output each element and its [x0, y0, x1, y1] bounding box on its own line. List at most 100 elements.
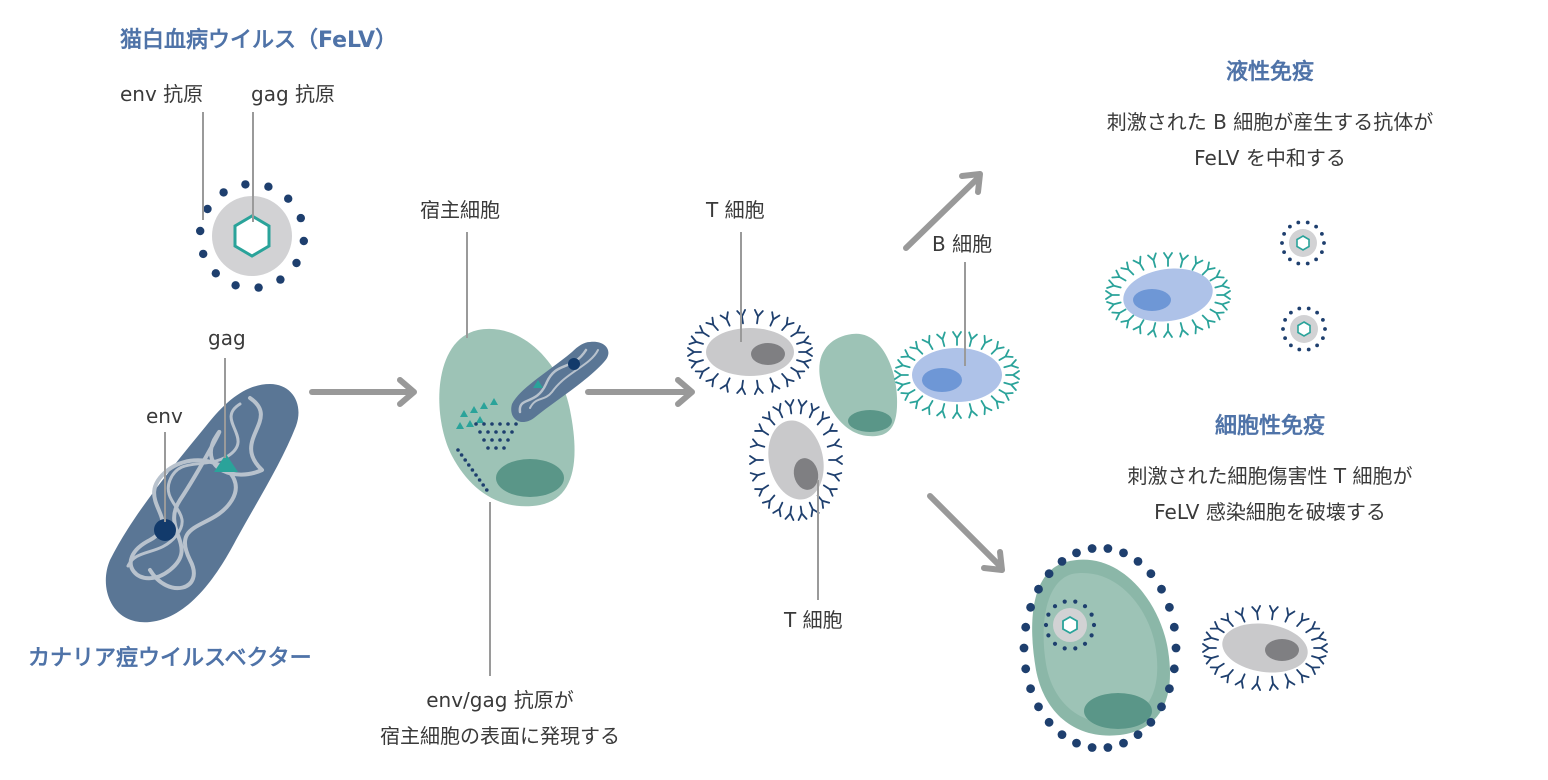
receptor-mark	[1203, 631, 1221, 645]
receptor-mark	[749, 455, 764, 465]
t-cell-lower	[749, 399, 843, 521]
receptor-mark	[1207, 305, 1225, 321]
receptor-mark	[1309, 651, 1327, 665]
receptor-mark	[936, 331, 950, 348]
receptor-mark	[900, 385, 918, 401]
receptor-mark	[1163, 323, 1173, 338]
arrow-to-humoral	[903, 171, 983, 251]
t-cell-label-bottom: T 細胞	[784, 608, 843, 632]
surface-dot	[1305, 220, 1310, 225]
humoral-title: 液性免疫	[1225, 60, 1314, 85]
surface-dot	[1072, 548, 1081, 558]
surface-dot	[1119, 738, 1128, 748]
receptor-mark	[996, 349, 1014, 365]
receptor-mark	[825, 468, 843, 482]
surface-dot	[1044, 569, 1054, 579]
surface-dot	[1282, 250, 1286, 255]
surface-dot	[1306, 347, 1311, 352]
surface-dot	[1320, 232, 1324, 236]
receptor-mark	[765, 311, 781, 329]
receptor-mark	[987, 392, 1005, 410]
surface-dot	[1052, 641, 1058, 646]
receptor-mark	[749, 438, 767, 452]
gag-gene-marker	[214, 454, 238, 472]
receptor-mark	[936, 402, 950, 419]
env-antigen-dot	[490, 438, 494, 442]
receptor-mark	[784, 505, 797, 521]
receptor-mark	[688, 335, 706, 349]
b-cell	[894, 331, 1020, 419]
surface-dot	[1146, 717, 1156, 727]
felv-title: 猫白血病ウイルス（FeLV）	[120, 28, 398, 53]
env-antigen-dot	[477, 478, 482, 482]
receptor-mark	[1251, 604, 1263, 621]
surface-dot	[1087, 743, 1097, 752]
receptor-mark	[705, 370, 722, 388]
surface-dot	[1171, 643, 1181, 653]
receptor-mark	[1209, 620, 1227, 637]
env-antigen-dot	[463, 458, 468, 462]
surface-dot	[1133, 730, 1143, 739]
receptor-mark	[1220, 666, 1237, 684]
surface-dot	[1133, 557, 1143, 566]
arrow-to-cellular	[927, 493, 1005, 573]
receptor-mark	[772, 402, 787, 420]
surface-dot	[1087, 544, 1097, 553]
receptor-mark	[1267, 675, 1279, 692]
surface-dot	[1057, 730, 1067, 739]
receptor-mark	[1303, 620, 1321, 637]
humoral-line1: 刺激された B 細胞が産生する抗体が	[1106, 110, 1434, 134]
receptor-mark	[761, 411, 779, 429]
receptor-mark	[909, 340, 927, 358]
surface-dot	[1089, 612, 1094, 617]
gag-antigen-triangle	[490, 398, 498, 405]
receptor-mark	[1309, 631, 1327, 645]
env-antigen-dot	[506, 422, 510, 426]
receptor-mark	[1111, 269, 1129, 285]
receptor-mark	[1207, 269, 1225, 285]
surface-dot	[1321, 318, 1325, 322]
receptor-mark	[795, 399, 808, 415]
neutralized-virus-lower	[1281, 306, 1327, 352]
surface-dot	[1046, 612, 1051, 617]
receptor-mark	[1303, 659, 1321, 676]
surface-dot	[211, 269, 220, 278]
receptor-mark	[719, 375, 735, 393]
receptor-mark	[1234, 671, 1250, 689]
surface-dot	[1157, 702, 1166, 712]
receptor-mark	[761, 491, 779, 509]
receptor-mark	[794, 335, 812, 349]
arrow-vector-to-host	[309, 377, 417, 407]
env-antigen-dot	[510, 430, 514, 434]
surface-dot	[1322, 241, 1326, 245]
receptor-mark	[1132, 317, 1148, 335]
receptor-mark	[688, 355, 706, 369]
surface-dot	[1043, 622, 1049, 628]
receptor-mark	[772, 500, 787, 518]
receptor-mark	[694, 324, 712, 341]
surface-dot	[1280, 241, 1284, 245]
receptor-mark	[828, 455, 843, 465]
receptor-mark	[1105, 290, 1120, 300]
gag-antigen-label: gag 抗原	[251, 82, 336, 106]
gag-antigen-triangle	[460, 410, 468, 417]
receptor-mark	[825, 438, 843, 452]
surface-dot	[1157, 584, 1166, 594]
surface-dot	[1320, 250, 1324, 255]
env-antigen-dot	[498, 422, 502, 426]
receptor-mark	[1293, 666, 1310, 684]
surface-dot	[241, 180, 250, 189]
receptor-mark	[805, 500, 820, 518]
receptor-mark	[784, 399, 797, 415]
surface-dot	[1297, 306, 1302, 311]
arrow-host-to-tcells	[585, 377, 695, 407]
humoral-b-cell	[1105, 252, 1231, 338]
surface-dot	[1103, 743, 1113, 752]
infected-cell	[1019, 544, 1181, 752]
receptor-mark	[1198, 311, 1216, 329]
surface-dot	[299, 236, 308, 246]
env-antigen-dot	[481, 483, 486, 487]
surface-dot	[1044, 717, 1054, 727]
receptor-mark	[1202, 643, 1217, 653]
surface-dot	[1146, 569, 1156, 579]
